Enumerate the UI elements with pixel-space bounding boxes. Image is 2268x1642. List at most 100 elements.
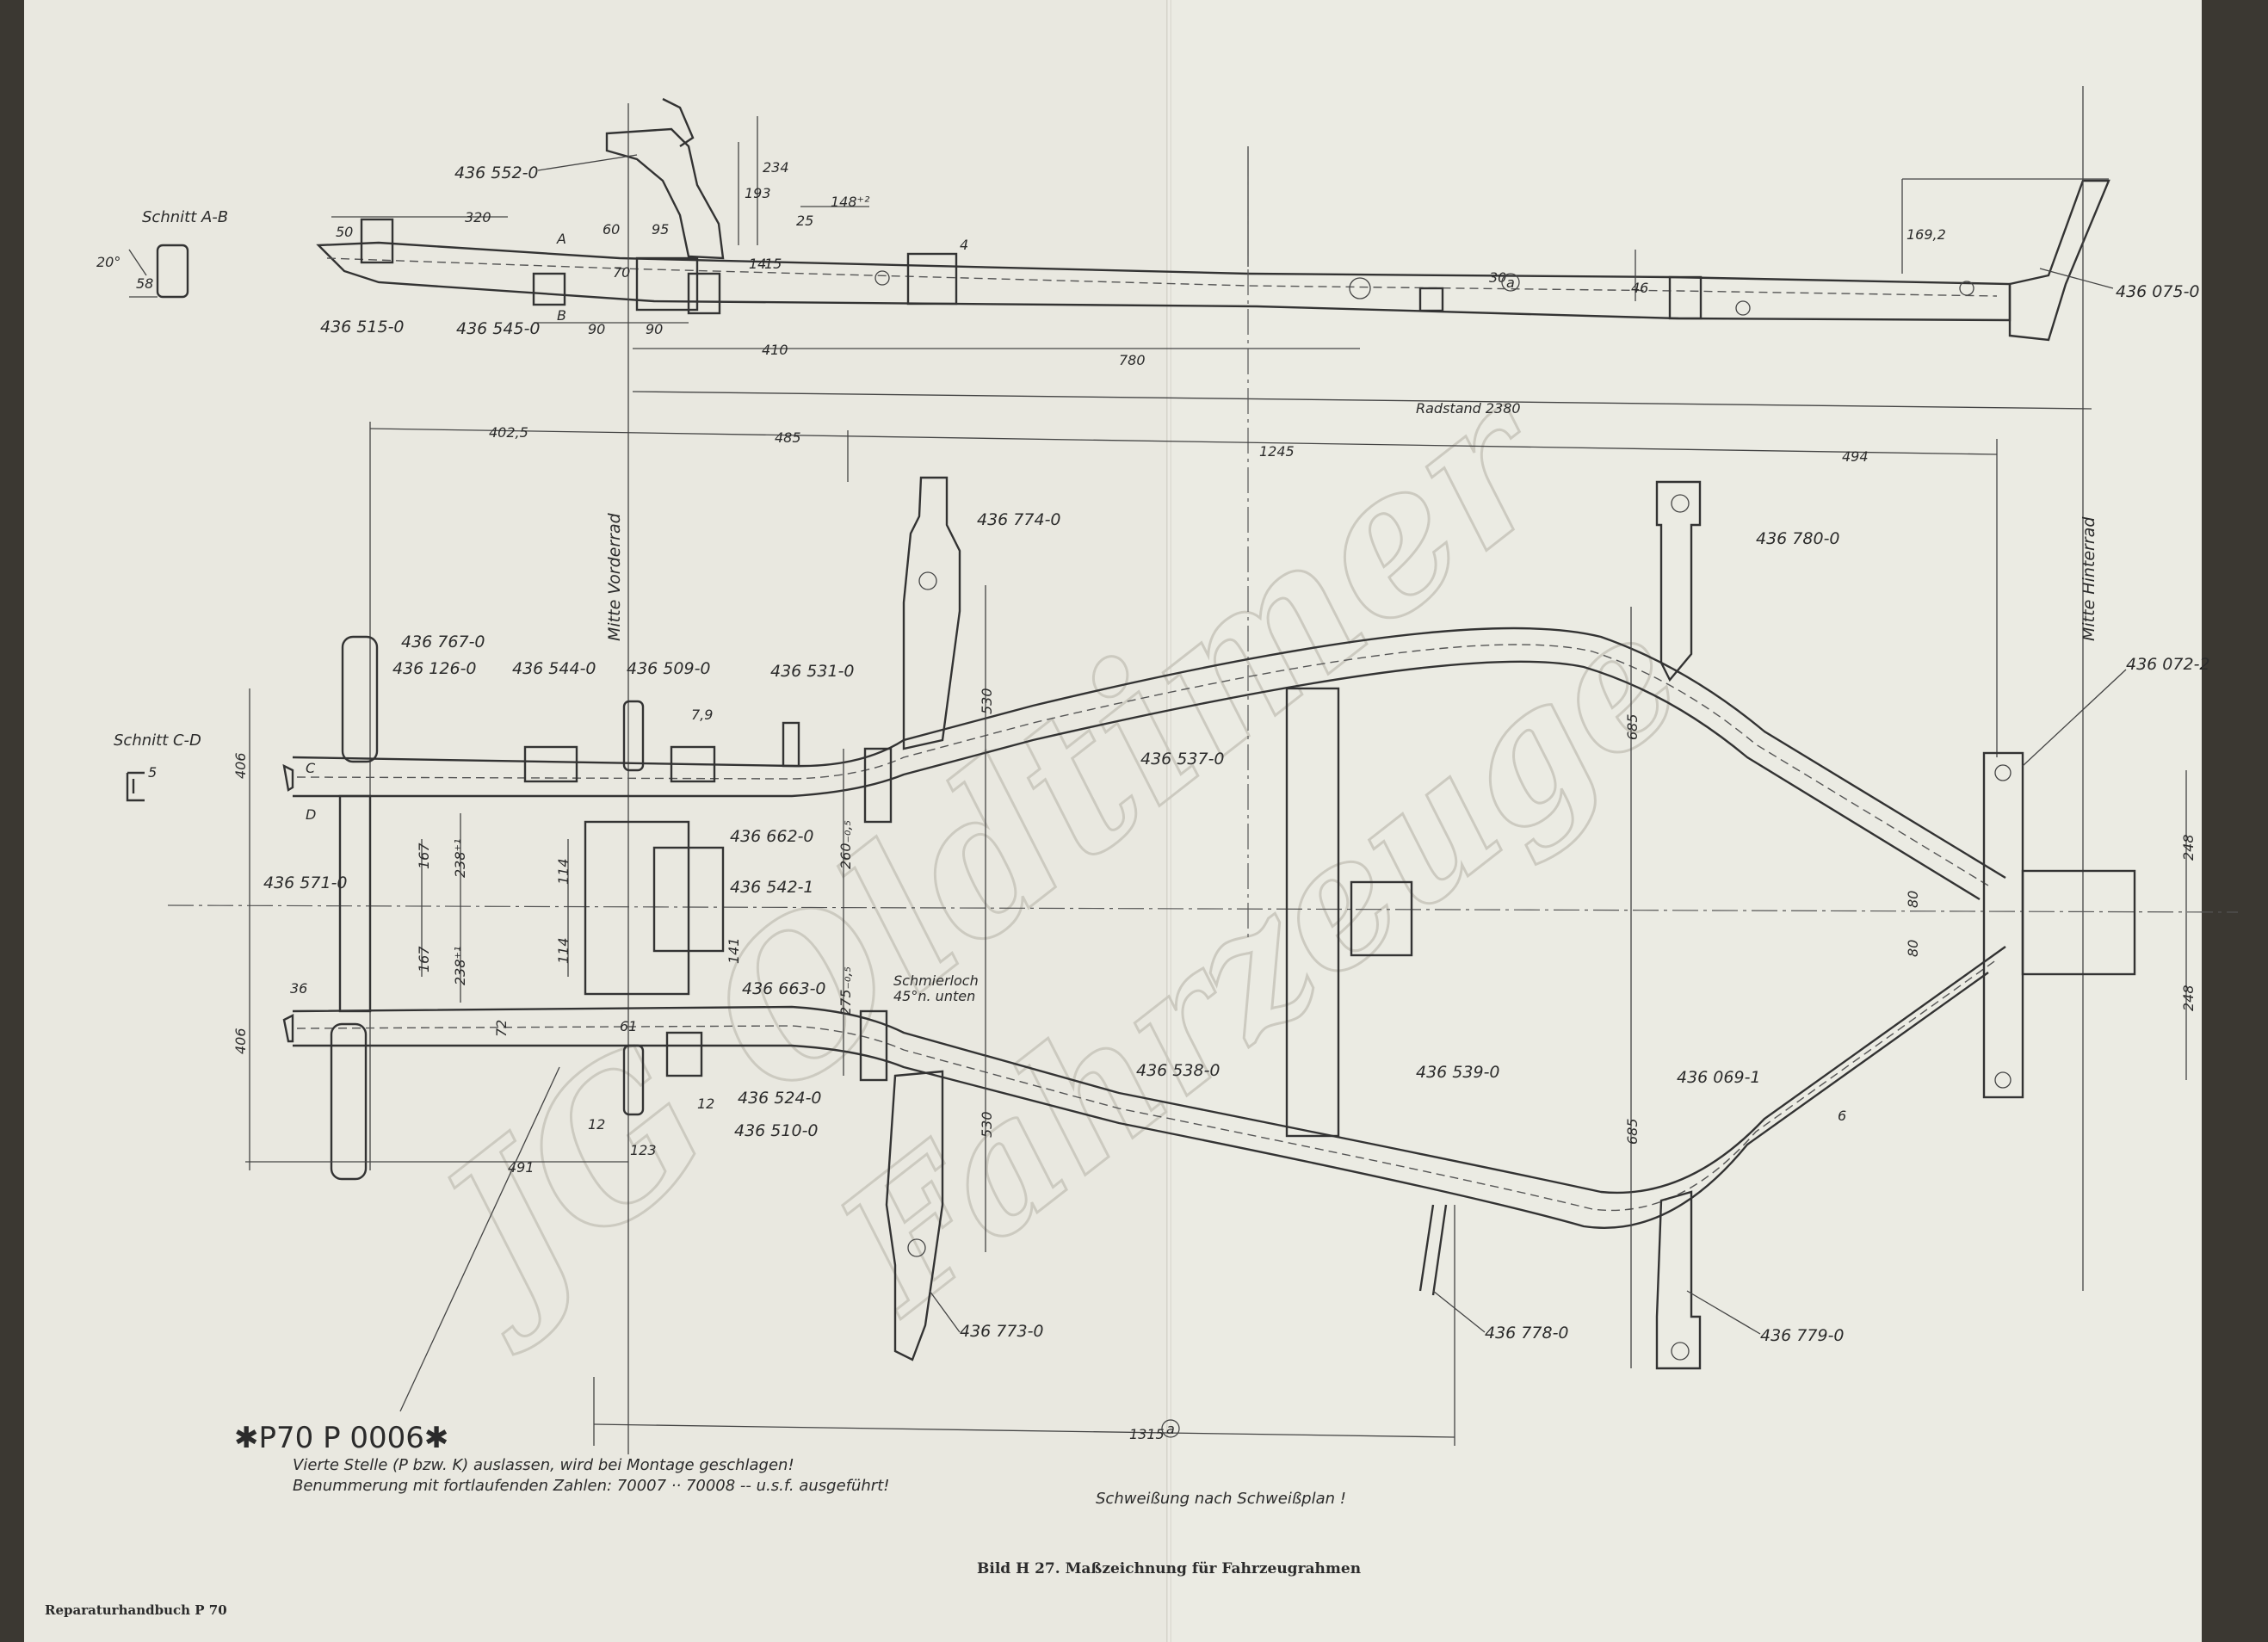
dim-1245: 1245 — [1259, 443, 1295, 460]
section-ab-title: Schnitt A-B — [142, 208, 228, 226]
dim-95: 95 — [652, 221, 669, 238]
label-436531: 436 531-0 — [770, 662, 855, 681]
label-436774: 436 774-0 — [977, 510, 1061, 529]
notes: ✱P70 P 0006✱ Vierte Stelle (P bzw. K) au… — [45, 1066, 1361, 1618]
front-crossmember — [338, 794, 372, 1013]
label-436069: 436 069-1 — [1677, 1068, 1761, 1087]
circle-a-side: a — [1506, 275, 1515, 291]
dim-4: 4 — [960, 237, 968, 253]
dim-114a: 114 — [555, 858, 572, 885]
dim-90b: 90 — [646, 321, 663, 337]
label-436542: 436 542-1 — [730, 878, 814, 897]
dim-50: 50 — [336, 224, 353, 240]
label-436515: 436 515-0 — [320, 318, 405, 336]
axis-rear: Mitte Hinterrad — [2080, 516, 2098, 641]
dim-248b: 248 — [2180, 985, 2197, 1011]
watermark: JG Oldtimer Fahrzeuge — [376, 338, 1721, 1367]
dim-123: 123 — [630, 1142, 657, 1158]
dim-406b: 406 — [232, 1028, 249, 1054]
outrigger-436779 — [1655, 1190, 1702, 1370]
dim-167b: 167 — [416, 946, 432, 972]
dim-248a: 248 — [2180, 834, 2197, 861]
dim-79: 7,9 — [691, 707, 713, 723]
label-436537: 436 537-0 — [1140, 750, 1225, 769]
section-mark-d: D — [306, 806, 316, 823]
section-mark-a: A — [556, 231, 566, 247]
frame-rail-upper — [292, 627, 2006, 880]
center-plate — [584, 820, 690, 996]
dim-6: 6 — [1838, 1108, 1846, 1124]
front-horn — [605, 127, 725, 260]
label-436524: 436 524-0 — [738, 1089, 822, 1108]
side-member-outline — [316, 241, 2012, 322]
note-line-2: Benummerung mit fortlaufenden Zahlen: 70… — [293, 1477, 889, 1495]
dim-494: 494 — [1842, 448, 1869, 465]
label-436544: 436 544-0 — [512, 659, 596, 678]
dim-12b: 12 — [697, 1096, 714, 1112]
label-436767: 436 767-0 — [401, 633, 485, 651]
label-436571: 436 571-0 — [263, 873, 348, 892]
section-cd: Schnitt C-D 5 — [114, 731, 201, 802]
label-436663: 436 663-0 — [742, 979, 826, 998]
dim-12a: 12 — [588, 1116, 605, 1133]
page-footer: Reparaturhandbuch P 70 — [45, 1602, 227, 1618]
dim-72: 72 — [493, 1020, 510, 1037]
outrigger-436780 — [1655, 480, 1702, 682]
dim-410: 410 — [762, 342, 788, 358]
label-436662: 436 662-0 — [730, 827, 814, 846]
dim-114b: 114 — [555, 937, 572, 964]
dim-141: 141 — [726, 937, 742, 964]
dim-70: 70 — [613, 264, 630, 281]
grease-note: Schmierloch — [893, 972, 979, 989]
grease-note-2: 45°n. unten — [893, 988, 975, 1004]
dim-234: 234 — [763, 159, 789, 176]
dim-238a: 238⁺¹ — [452, 839, 468, 878]
dim-406a: 406 — [232, 752, 249, 779]
label-436545: 436 545-0 — [456, 319, 541, 338]
dim-14: 14 — [749, 256, 766, 272]
dim-530a: 530 — [979, 688, 995, 714]
dim-90a: 90 — [588, 321, 605, 337]
dim-80b: 80 — [1905, 940, 1921, 957]
dim-780: 780 — [1119, 352, 1146, 368]
outrigger-436774 — [902, 476, 961, 750]
dim-61: 61 — [620, 1018, 637, 1034]
section-cd-title: Schnitt C-D — [114, 731, 201, 750]
section-cd-dim: 5 — [148, 764, 157, 781]
circle-a-plan: a — [1166, 1421, 1175, 1437]
label-436538: 436 538-0 — [1136, 1061, 1221, 1080]
section-mark-b: B — [557, 307, 566, 324]
page-fold — [1166, 0, 1171, 1642]
label-436780: 436 780-0 — [1756, 529, 1840, 548]
label-436126: 436 126-0 — [392, 659, 477, 678]
section-ab-angle: 20° — [96, 254, 121, 270]
label-436779: 436 779-0 — [1760, 1326, 1845, 1345]
label-436552: 436 552-0 — [454, 164, 539, 182]
label-436773: 436 773-0 — [960, 1322, 1044, 1341]
dim-530b: 530 — [979, 1111, 995, 1138]
mid-crossmember — [1285, 687, 1340, 1138]
label-436778: 436 778-0 — [1485, 1324, 1569, 1343]
rear-crossmember — [1982, 751, 2024, 1099]
serial-stamp: ✱P70 P 0006✱ — [234, 1421, 448, 1455]
dim-60: 60 — [603, 221, 620, 238]
dim-491: 491 — [508, 1159, 535, 1176]
dim-685a: 685 — [1624, 713, 1641, 740]
dim-275: 275₋₀,₅ — [837, 966, 854, 1015]
dim-36: 36 — [290, 980, 307, 997]
frame-rail-lower — [292, 946, 2006, 1194]
axis-front: Mitte Vorderrad — [605, 512, 624, 641]
dim-1315: 1315 — [1129, 1426, 1165, 1442]
dim-260: 260₋₀,₅ — [837, 820, 854, 869]
dim-485: 485 — [775, 429, 801, 446]
dim-46: 46 — [1631, 280, 1648, 296]
dim-80a: 80 — [1905, 891, 1921, 908]
dim-238b: 238⁺¹ — [452, 947, 468, 985]
label-436075: 436 075-0 — [2116, 282, 2200, 301]
figure-caption: Bild H 27. Maßzeichnung für Fahrzeugrahm… — [977, 1560, 1361, 1577]
dim-685b: 685 — [1624, 1118, 1641, 1145]
rear-bracket — [2008, 179, 2110, 342]
dim-25: 25 — [796, 213, 813, 229]
